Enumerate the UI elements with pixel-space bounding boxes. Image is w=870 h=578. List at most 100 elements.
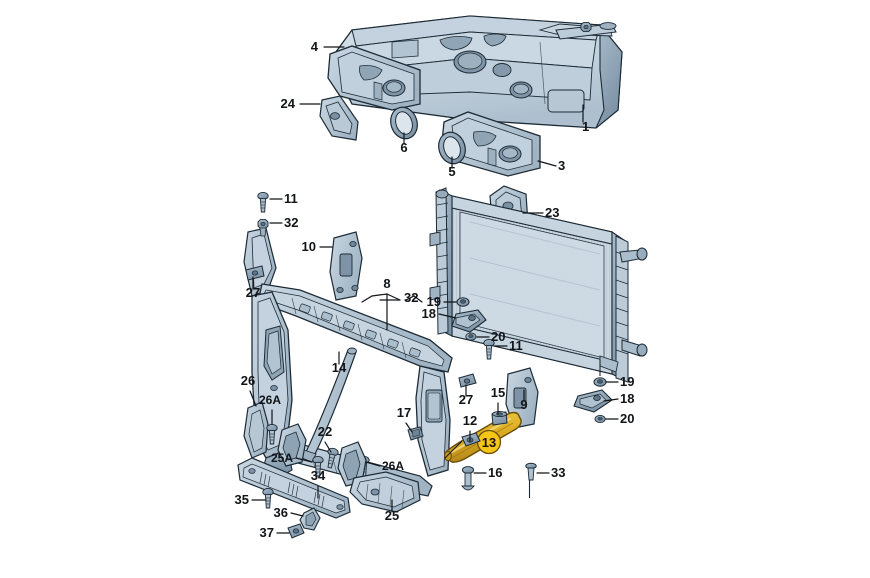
callout-20: 20 [605, 411, 634, 426]
part-left-insulation-panel [327, 45, 421, 111]
callout-label-26: 26 [241, 373, 255, 388]
part-corner-insulation [319, 95, 359, 141]
part-small-clip-37 [287, 523, 305, 539]
callout-27: 27 [246, 276, 260, 300]
part-nut-32-upper [257, 219, 269, 237]
callout-22: 22 [318, 424, 332, 453]
callout-label-3: 3 [558, 158, 565, 173]
part-mounting-plate-left [329, 231, 363, 301]
callout-leader [295, 457, 313, 463]
part-brace-rod [301, 347, 357, 463]
callout-3: 3 [537, 158, 565, 173]
callout-label-20: 20 [491, 329, 505, 344]
callout-label-33: 33 [551, 465, 565, 480]
part-grommet-right [438, 131, 466, 165]
callout-26: 26 [241, 373, 257, 407]
callout-label-32: 32 [284, 215, 298, 230]
part-sheet-metal-nut-lower [458, 373, 477, 388]
callout-label-23: 23 [545, 205, 559, 220]
part-radiator [429, 187, 648, 383]
part-retaining-clip [407, 426, 424, 441]
callout-35: 35 [235, 492, 267, 507]
callout-36: 36 [274, 505, 304, 520]
part-spacer-bush [491, 410, 508, 426]
callout-19: 19 [605, 374, 634, 389]
callout-label-26A: 26A [382, 459, 404, 473]
callout-6: 6 [400, 132, 408, 155]
callout-11: 11 [494, 338, 523, 353]
callout-label-14: 14 [332, 360, 347, 375]
highlight-badge-label: 13 [482, 435, 496, 450]
part-sheet-metal-nut-upper [245, 265, 265, 281]
callout-label-17: 17 [397, 405, 411, 420]
callout-5: 5 [448, 156, 456, 179]
callout-24: 24 [281, 96, 321, 111]
part-bolt-11-upper [257, 191, 269, 213]
callout-label-25: 25 [385, 508, 399, 523]
part-clip-nut [444, 432, 481, 459]
callout-label-22: 22 [318, 424, 332, 439]
part-rad-mount-upper-left [451, 297, 487, 341]
callout-label-20: 20 [620, 411, 634, 426]
callout-label-35: 35 [235, 492, 249, 507]
bracket-8 [361, 293, 401, 303]
callout-label-25A: 25A [271, 451, 293, 465]
callout-label-19: 19 [620, 374, 634, 389]
callout-label-16: 16 [488, 465, 502, 480]
callout-leader [249, 390, 257, 407]
callout-label-27: 27 [246, 285, 260, 300]
callout-leader [603, 398, 619, 402]
callout-19: 19 [427, 294, 457, 309]
callout-37: 37 [260, 525, 290, 540]
callout-label-10: 10 [302, 239, 316, 254]
callout-label-37: 37 [260, 525, 274, 540]
callout-label-18: 18 [620, 391, 634, 406]
bracket-32 [405, 295, 423, 303]
callout-leader [324, 441, 332, 453]
callout-11: 11 [269, 191, 298, 206]
callout-label-11: 11 [509, 338, 523, 353]
callout-18: 18 [422, 306, 457, 321]
callout-27: 27 [459, 384, 473, 407]
part-grommet-left [390, 106, 418, 140]
callout-leader [438, 313, 457, 319]
callout-label-11: 11 [284, 191, 298, 206]
callout-label-6: 6 [400, 140, 407, 155]
callout-4: 4 [311, 39, 345, 54]
callout-label-32: 32 [404, 290, 418, 305]
callout-10: 10 [302, 239, 333, 254]
highlight-badge-13: 13 [476, 429, 502, 455]
callout-18: 18 [603, 391, 634, 406]
callout-1: 1 [582, 104, 589, 134]
callout-20: 20 [476, 329, 505, 344]
callout-17: 17 [397, 405, 413, 433]
callout-9: 9 [520, 389, 528, 412]
part-lower-crossmember-trim [237, 457, 351, 519]
callout-32: 32 [269, 215, 298, 230]
callout-label-36: 36 [274, 505, 288, 520]
callout-34: 34 [311, 468, 326, 499]
callout-label-12: 12 [463, 413, 477, 428]
part-upper-brace [555, 22, 617, 40]
part-flange-bolt-35 [262, 487, 274, 509]
part-flange-bolt-16 [461, 466, 475, 491]
callout-26A: 26A [365, 459, 404, 473]
callout-label-9: 9 [520, 397, 527, 412]
part-small-bracket-36 [299, 507, 321, 531]
callout-leader [290, 512, 304, 517]
part-u-bracket-right [337, 441, 367, 487]
callout-label-1: 1 [582, 119, 589, 134]
part-rad-mount-lower-right [573, 360, 613, 424]
callout-33: 33 [536, 465, 565, 480]
callout-14: 14 [332, 351, 347, 375]
callout-label-5: 5 [448, 164, 455, 179]
callout-23: 23 [522, 205, 559, 220]
callout-leader [365, 461, 381, 467]
callout-25A: 25A [271, 451, 313, 465]
callout-label-15: 15 [491, 385, 505, 400]
part-u-bracket-left [277, 423, 307, 467]
callout-label-4: 4 [311, 39, 319, 54]
